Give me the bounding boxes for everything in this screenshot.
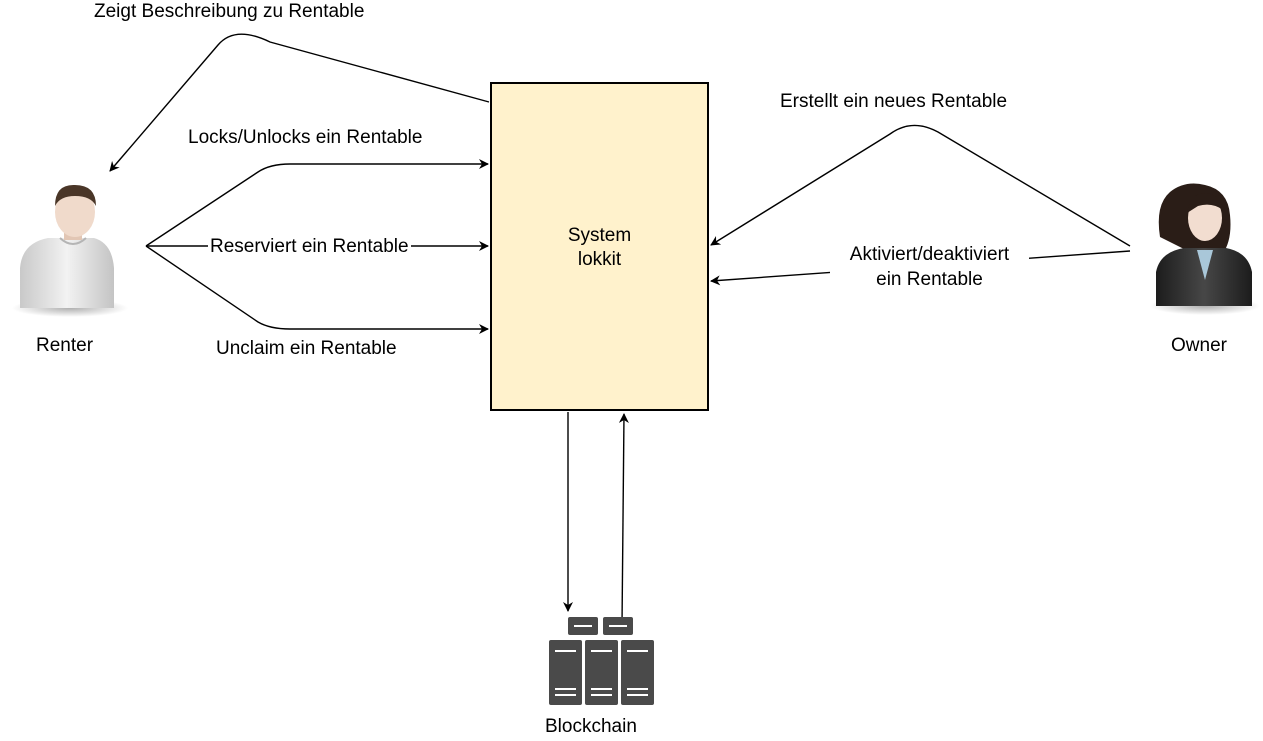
edge-lock — [145, 159, 489, 247]
system-lokkit-box: System lokkit — [490, 82, 709, 411]
blockchain-label: Blockchain — [545, 716, 637, 737]
server-cluster-icon — [549, 617, 654, 705]
edge-label-activate-line1: Aktiviert/deaktiviert — [849, 244, 1010, 265]
system-name: lokkit — [577, 249, 622, 270]
edge-from-blockchain — [618, 413, 629, 626]
system-title: System — [567, 225, 632, 246]
edge-create — [710, 124, 1131, 247]
edge-label-reserve: Reserviert ein Rentable — [208, 236, 411, 258]
edge-label-create: Erstellt ein neues Rentable — [780, 91, 1008, 112]
edge-describe — [109, 33, 490, 172]
renter-label: Renter — [36, 335, 94, 356]
system-label: System lokkit — [492, 224, 707, 272]
owner-label: Owner — [1171, 335, 1227, 356]
female-user-icon — [1150, 183, 1260, 315]
edge-label-activate: Aktiviert/deaktiviert ein Rentable — [830, 242, 1029, 292]
male-user-icon — [12, 184, 128, 317]
edge-label-unclaim: Unclaim ein Rentable — [216, 338, 397, 359]
edge-label-describe: Zeigt Beschreibung zu Rentable — [94, 1, 365, 22]
edge-label-activate-line2: ein Rentable — [876, 269, 983, 290]
edge-label-lock: Locks/Unlocks ein Rentable — [188, 127, 423, 148]
edge-unclaim — [145, 245, 489, 334]
